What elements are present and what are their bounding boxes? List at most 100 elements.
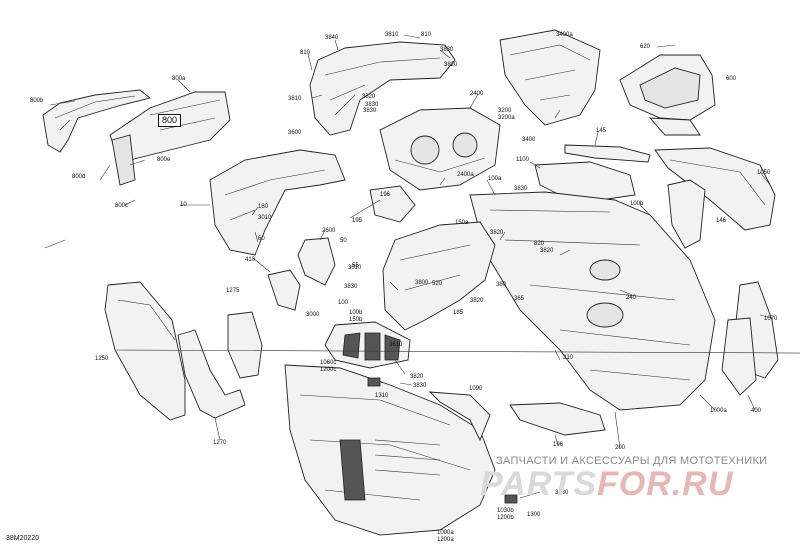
part-150a-panel <box>382 221 496 331</box>
part-1090-strip <box>428 391 491 442</box>
part-1270-bracket <box>177 329 246 419</box>
callout-c185: 185 <box>453 310 464 316</box>
part-410-piece <box>267 269 301 311</box>
callout-c600: 600 <box>726 76 737 82</box>
part-1250-panel <box>104 281 186 421</box>
part-1070-bracket <box>721 281 779 396</box>
callout-c1275: 1275 <box>226 288 240 294</box>
callout-c50: 50 <box>340 238 347 244</box>
callout-c3610: 3610 <box>389 342 403 348</box>
callout-c2600: 2600 <box>322 228 336 234</box>
callout-c3820b: 3820 <box>362 94 376 100</box>
part-10-nose <box>209 149 346 256</box>
callout-c3830g: 3830 <box>555 490 569 496</box>
callout-c3840: 3840 <box>325 35 339 41</box>
part-3400-box <box>499 29 601 126</box>
callout-c55: 55 <box>352 263 359 269</box>
callout-c3820d: 3820 <box>540 248 554 254</box>
callout-c180: 180 <box>258 204 269 210</box>
callout-c1050: 1050 <box>757 170 771 176</box>
callout-c3830b: 3830 <box>365 102 379 108</box>
part-1275-panel <box>227 311 263 379</box>
callout-c810b: 810 <box>300 50 311 56</box>
part-3600-frame <box>309 41 456 136</box>
callout-c410: 410 <box>245 257 256 263</box>
callout-c3820a: 3820 <box>444 62 458 68</box>
callout-c1310: 1310 <box>375 393 389 399</box>
watermark-logo-right: FOR.RU <box>597 465 734 503</box>
part-100a-body <box>469 191 716 411</box>
callout-c195: 195 <box>352 218 363 224</box>
callout-c1000b: 1000a 1200a <box>437 530 454 543</box>
callout-c100b2: 100b 150b <box>349 310 363 323</box>
callout-c3600: 3600 <box>288 130 302 136</box>
watermark-tagline: ЗАПЧАСТИ И АКСЕССУАРЫ ДЛЯ МОТОТЕХНИКИ <box>496 455 768 467</box>
callout-c520: 520 <box>432 281 443 287</box>
callout-c150a: 150a <box>455 220 469 226</box>
callout-c3820e: 3820 <box>470 298 484 304</box>
callout-c210: 210 <box>563 355 574 361</box>
callout-c3810b: 3810 <box>288 96 302 102</box>
leader-lines <box>44 34 800 499</box>
callout-c3800: 3800 <box>415 280 429 286</box>
part-3000-grille <box>324 321 411 369</box>
callout-c400: 400 <box>751 408 762 414</box>
callout-c365: 365 <box>514 296 525 302</box>
callout-c3830f: 3830 <box>413 383 427 389</box>
callout-c800d: 800d <box>72 174 86 180</box>
part-2400-headlight <box>379 107 501 191</box>
callout-c800c: 800c <box>115 203 129 209</box>
callout-c1030b: 1030b 1200b <box>497 508 514 521</box>
callout-c3830a: 3830 <box>440 47 454 53</box>
callout-c800b: 800b <box>30 98 44 104</box>
callout-c146: 146 <box>716 218 727 224</box>
callout-c100b: 100b <box>630 201 644 207</box>
part-196-piece <box>509 402 606 436</box>
callout-c196: 196 <box>553 442 564 448</box>
callout-c3400a: 3400a <box>556 32 573 38</box>
callout-c1070: 1070 <box>764 316 778 322</box>
part-800b-bracket <box>42 89 151 153</box>
callout-c820: 820 <box>534 241 545 247</box>
callout-c240: 240 <box>626 295 637 301</box>
callout-c1100: 1100 <box>516 157 529 163</box>
callout-c3810a: 3810 <box>385 32 399 38</box>
callout-c1060c: 1060c 1200c <box>320 360 337 373</box>
callout-c1250: 1250 <box>95 356 109 362</box>
callout-c3830e: 3830 <box>344 284 358 290</box>
part-1310-clip <box>367 377 518 504</box>
diagram-id: 38M20220 <box>6 535 40 542</box>
callout-c810a: 810 <box>421 32 432 38</box>
part-195-piece <box>369 185 416 223</box>
callout-c1300: 1300 <box>527 512 541 518</box>
callout-c3820c: 3820 <box>490 230 504 236</box>
callout-c1270: 1270 <box>213 440 227 446</box>
callout-c3010b: 3010 <box>348 265 362 271</box>
callout-c620: 620 <box>640 44 651 50</box>
callout-c800a: 800a <box>172 76 186 82</box>
part-800-box-label: 800 <box>158 114 182 127</box>
callout-c60: 60 <box>258 236 265 242</box>
callout-c380: 380 <box>496 282 507 288</box>
callout-c3400: 3400 <box>522 137 536 143</box>
part-1000a-panel <box>284 364 496 536</box>
part-800a-cover <box>109 91 231 186</box>
part-1100-tray <box>534 161 636 201</box>
callout-c3010a: 3010 <box>258 215 272 221</box>
callout-c3820f: 3820 <box>410 374 424 380</box>
part-600-frame <box>619 54 716 136</box>
callout-c10: 10 <box>180 202 187 208</box>
part-146-panel <box>667 179 706 249</box>
callout-c3200: 3200 3200a <box>498 108 515 121</box>
callout-c2400a: 2400a <box>457 172 474 178</box>
callout-c2400: 2400 <box>470 91 484 97</box>
watermark-logo: PARTSFOR.RU <box>480 465 733 504</box>
part-2600-bracket <box>297 237 336 286</box>
callout-c100c: 100 <box>338 300 349 306</box>
part-1050-panel <box>654 147 776 231</box>
callout-c800e: 800e <box>157 157 171 163</box>
callout-c3830c: 3830 <box>363 108 377 114</box>
callout-c145: 145 <box>596 128 607 134</box>
